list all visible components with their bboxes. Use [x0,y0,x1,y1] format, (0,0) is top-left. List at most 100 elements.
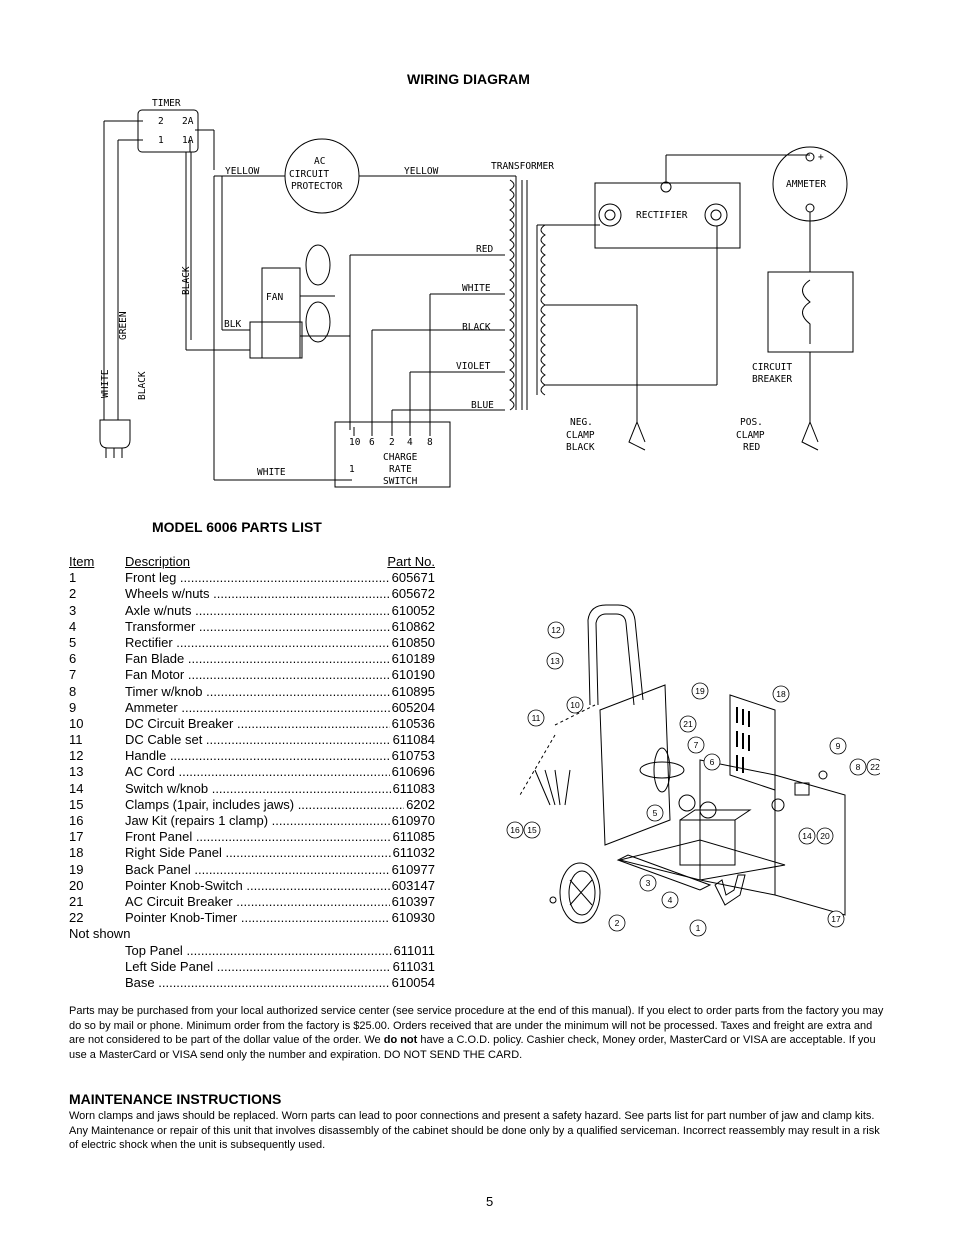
pos-red-label: RED [743,442,760,453]
part-number: 610190 [389,667,435,684]
part-description: Base [125,975,390,991]
switch-terminal-6: 6 [369,437,375,448]
part-description: Top Panel [125,943,392,959]
part-number: 611011 [391,942,435,959]
switch-terminal-4: 4 [407,437,413,448]
rectifier-box [594,182,741,249]
label-black-vertical: BLACK [181,266,192,295]
callout-12: 12 [551,625,561,635]
part-description: Axle w/nuts [125,603,390,619]
callout-2: 2 [615,918,620,928]
timer-label: TIMER [152,98,181,109]
callout-18: 18 [776,689,786,699]
part-description: Front leg [125,570,390,586]
wheel-shape [559,862,601,924]
label-white: WHITE [462,283,491,294]
timer-box [137,109,199,153]
header-description: Description [125,554,191,569]
part-description: DC Cable set [125,732,391,748]
pos-clamp-label: CLAMP [736,430,765,441]
part-number: 611085 [390,829,435,846]
part-number: 611032 [390,845,435,862]
part-description: Clamps (1pair, includes jaws) [125,797,404,813]
switch-label-rate: RATE [389,464,412,475]
part-item-number: 14 [69,780,84,796]
handle-shape [587,604,644,706]
part-number: 610862 [389,618,435,635]
part-number: 611083 [390,780,435,797]
header-item: Item [69,554,95,569]
switch-terminal-10: 10 [349,437,361,448]
switch-label-switch: SWITCH [383,476,418,487]
part-description: Pointer Knob-Timer [125,910,390,926]
ac-protector-label-2: CIRCUIT [289,169,329,180]
part-item-number: 4 [69,618,77,634]
part-description: Rectifier [125,635,390,651]
part-number: 603147 [389,877,435,894]
callout-17: 17 [831,914,841,924]
part-item-number: 13 [69,764,84,780]
part-item-number: 10 [69,715,84,731]
part-item-number: 15 [69,796,84,812]
part-number: 605671 [389,570,435,587]
label-violet: VIOLET [456,361,491,372]
part-item-number: 21 [69,893,84,909]
part-description: AC Circuit Breaker [125,894,390,910]
part-number: 610052 [389,602,435,619]
neg-label: NEG. [570,417,593,428]
part-number: 610970 [389,813,435,830]
fan-motor-box [261,267,301,359]
callout-13: 13 [550,656,560,666]
maintenance-title: MAINTENANCE INSTRUCTIONS [69,1091,282,1107]
part-item-number: 6 [69,651,77,667]
ammeter-plus: + [818,152,824,163]
part-number: 605672 [389,586,435,603]
part-item-number: 18 [69,845,84,861]
timer-t2a: 2A [182,116,194,127]
part-number: 610977 [389,861,435,878]
part-number: 611084 [390,732,435,749]
part-description: Handle [125,748,390,764]
callout-14: 14 [802,831,812,841]
maintenance-text: Worn clamps and jaws should be replaced.… [69,1110,880,1151]
part-description: Front Panel [125,829,391,845]
part-number: 610753 [389,748,435,765]
circuit-breaker-label-2: BREAKER [752,374,792,385]
part-item-number: 7 [69,667,77,683]
parts-list-header: Item Description Part No. [69,554,435,571]
part-description: Wheels w/nuts [125,586,390,602]
part-item-number: 9 [69,699,77,715]
part-number: 605204 [389,699,435,716]
neg-clamp-label: CLAMP [566,430,595,441]
wiring-diagram: TIMER 2 2A 1 1A YELLOW YELLOW AC CIRCUIT… [99,98,854,488]
callout-7: 7 [694,740,699,750]
timer-t2: 2 [158,116,164,127]
callout-10: 10 [570,700,580,710]
part-number: 610397 [389,893,435,911]
part-item-number: 3 [69,602,77,618]
parts-row: 5Rectifier610850 [69,634,435,652]
part-description: Fan Blade [125,651,390,667]
part-item-number: 12 [69,748,84,764]
callout-5: 5 [653,808,658,818]
callout-9: 9 [836,741,841,751]
switch-terminal-2: 2 [389,437,395,448]
switch-terminal-1: 1 [349,464,355,475]
part-description: Ammeter [125,700,390,716]
part-number: 611031 [390,958,435,975]
ammeter-label: AMMETER [786,179,826,190]
parts-row: 9 Ammeter605204 [69,699,435,716]
part-item-number: 20 [69,877,84,893]
callout-21: 21 [683,719,693,729]
part-item-number: 2 [69,586,77,602]
